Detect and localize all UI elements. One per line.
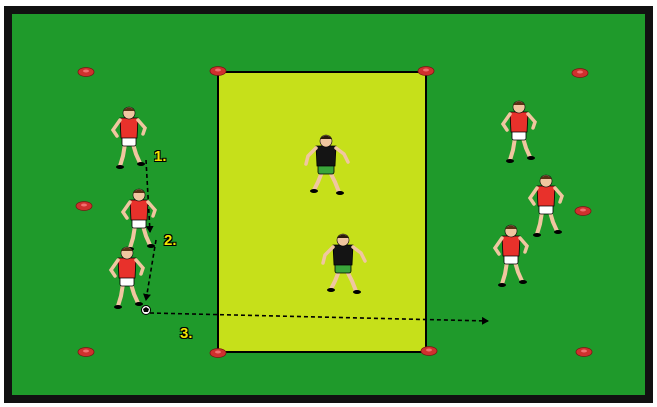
step-label-3: 3.: [180, 326, 193, 341]
step-label-1: 1.: [154, 149, 167, 164]
cone-marker: [575, 207, 591, 216]
cone-marker: [576, 348, 592, 357]
cone-marker: [78, 348, 94, 357]
cone-marker: [210, 349, 226, 358]
cone-marker: [418, 67, 434, 76]
cone-marker: [210, 67, 226, 76]
cone-marker: [78, 68, 94, 77]
cone-marker: [421, 347, 437, 356]
cone-marker: [572, 69, 588, 78]
central-zone: [218, 72, 426, 352]
step-label-2: 2.: [164, 233, 177, 248]
cone-marker: [76, 202, 92, 211]
ball: [142, 306, 151, 315]
